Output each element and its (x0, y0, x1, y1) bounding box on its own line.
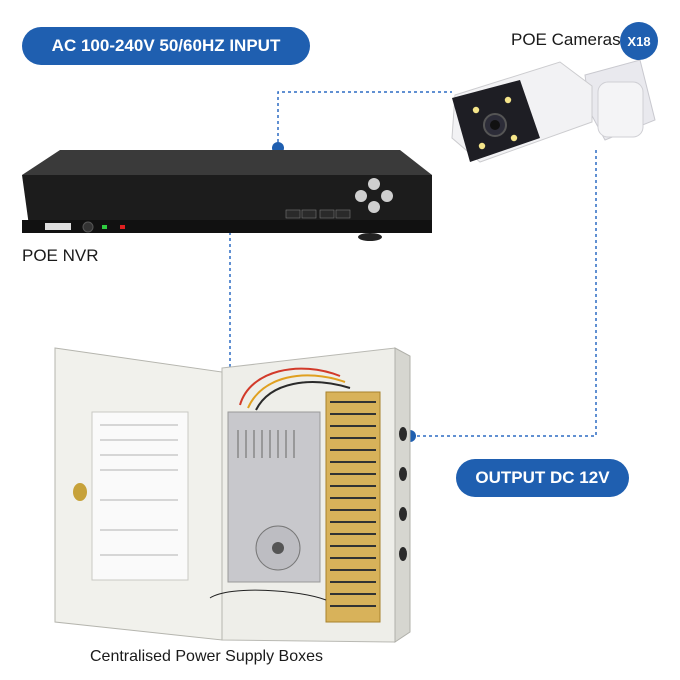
input-voltage-badge: AC 100-240V 50/60HZ INPUT (22, 27, 310, 65)
door-lock (73, 483, 87, 501)
connector-camera-psu (410, 150, 597, 437)
power-supply-box (54, 347, 411, 643)
camera-label: POE Cameras (511, 30, 621, 49)
poe-camera (451, 59, 656, 163)
usb-port (45, 223, 71, 230)
nvr-dpad (355, 178, 393, 213)
camera-count-badge: X18 (620, 22, 658, 60)
output-voltage-label: OUTPUT DC 12V (475, 468, 610, 487)
connector-nvr-camera (277, 91, 452, 148)
nvr-device (22, 150, 432, 241)
nvr-label: POE NVR (22, 246, 99, 265)
terminal-strip (325, 391, 381, 623)
output-voltage-badge: OUTPUT DC 12V (456, 459, 629, 497)
input-voltage-label: AC 100-240V 50/60HZ INPUT (51, 36, 281, 55)
camera-count-text: X18 (627, 33, 651, 49)
psu-box-label: Centralised Power Supply Boxes (90, 648, 324, 665)
connector-lines (229, 91, 597, 437)
